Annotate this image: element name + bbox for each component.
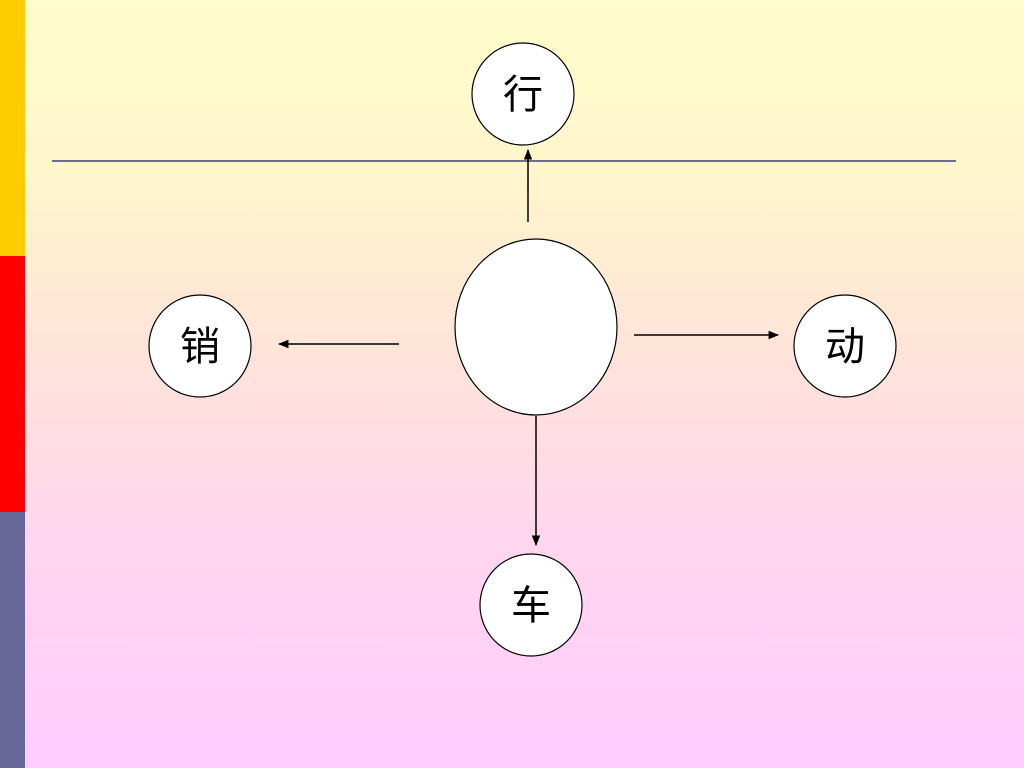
node-left-label: 销 [180, 324, 220, 370]
node-right: 动 [793, 294, 897, 398]
accent-bar-red [0, 256, 25, 512]
node-right-label: 动 [825, 324, 865, 370]
center-node [454, 238, 618, 416]
node-left: 销 [148, 294, 252, 398]
node-top-label: 行 [503, 72, 543, 118]
node-bottom: 车 [479, 553, 583, 657]
node-bottom-label: 车 [511, 583, 551, 629]
accent-bar-yellow [0, 0, 25, 256]
node-top: 行 [471, 42, 575, 146]
accent-bar-blue [0, 512, 25, 768]
